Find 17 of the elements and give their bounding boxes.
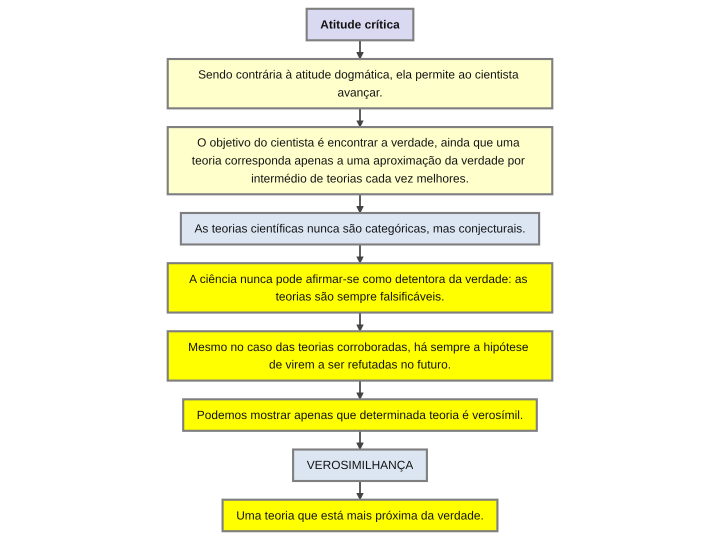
node-box: Podemos mostrar apenas que determinada teoria é verosímil. bbox=[182, 398, 538, 432]
arrow bbox=[356, 430, 364, 450]
node-box: O objetivo do cientista é encontrar a verdade, ainda que uma teoria corresponda apenas a uma aproximação da verdade por intermédio de teorias cada vez melhores. bbox=[166, 126, 554, 196]
node-box: A ciência nunca pode afirmar-se como detentora da verdade: as teorias são sempre falsificáveis. bbox=[166, 262, 554, 314]
node-box: Atitude crítica bbox=[306, 8, 414, 42]
node-box: Uma teoria que está mais próxima da verdade. bbox=[222, 498, 498, 532]
arrow bbox=[356, 380, 364, 400]
node-box: VEROSIMILHANÇA bbox=[292, 448, 428, 482]
arrow bbox=[356, 194, 364, 214]
arrow bbox=[356, 40, 364, 60]
arrow bbox=[356, 108, 364, 128]
node-box: Sendo contrária à atitude dogmática, ela permite ao cientista avançar. bbox=[166, 58, 554, 110]
arrow bbox=[356, 312, 364, 332]
node-box: As teorias científicas nunca são categóricas, mas conjecturais. bbox=[180, 212, 540, 246]
arrow bbox=[356, 244, 364, 264]
arrow bbox=[356, 481, 364, 500]
node-box: Mesmo no caso das teorias corroboradas, há sempre a hipótese de virem a ser refutadas no futuro. bbox=[166, 330, 554, 382]
